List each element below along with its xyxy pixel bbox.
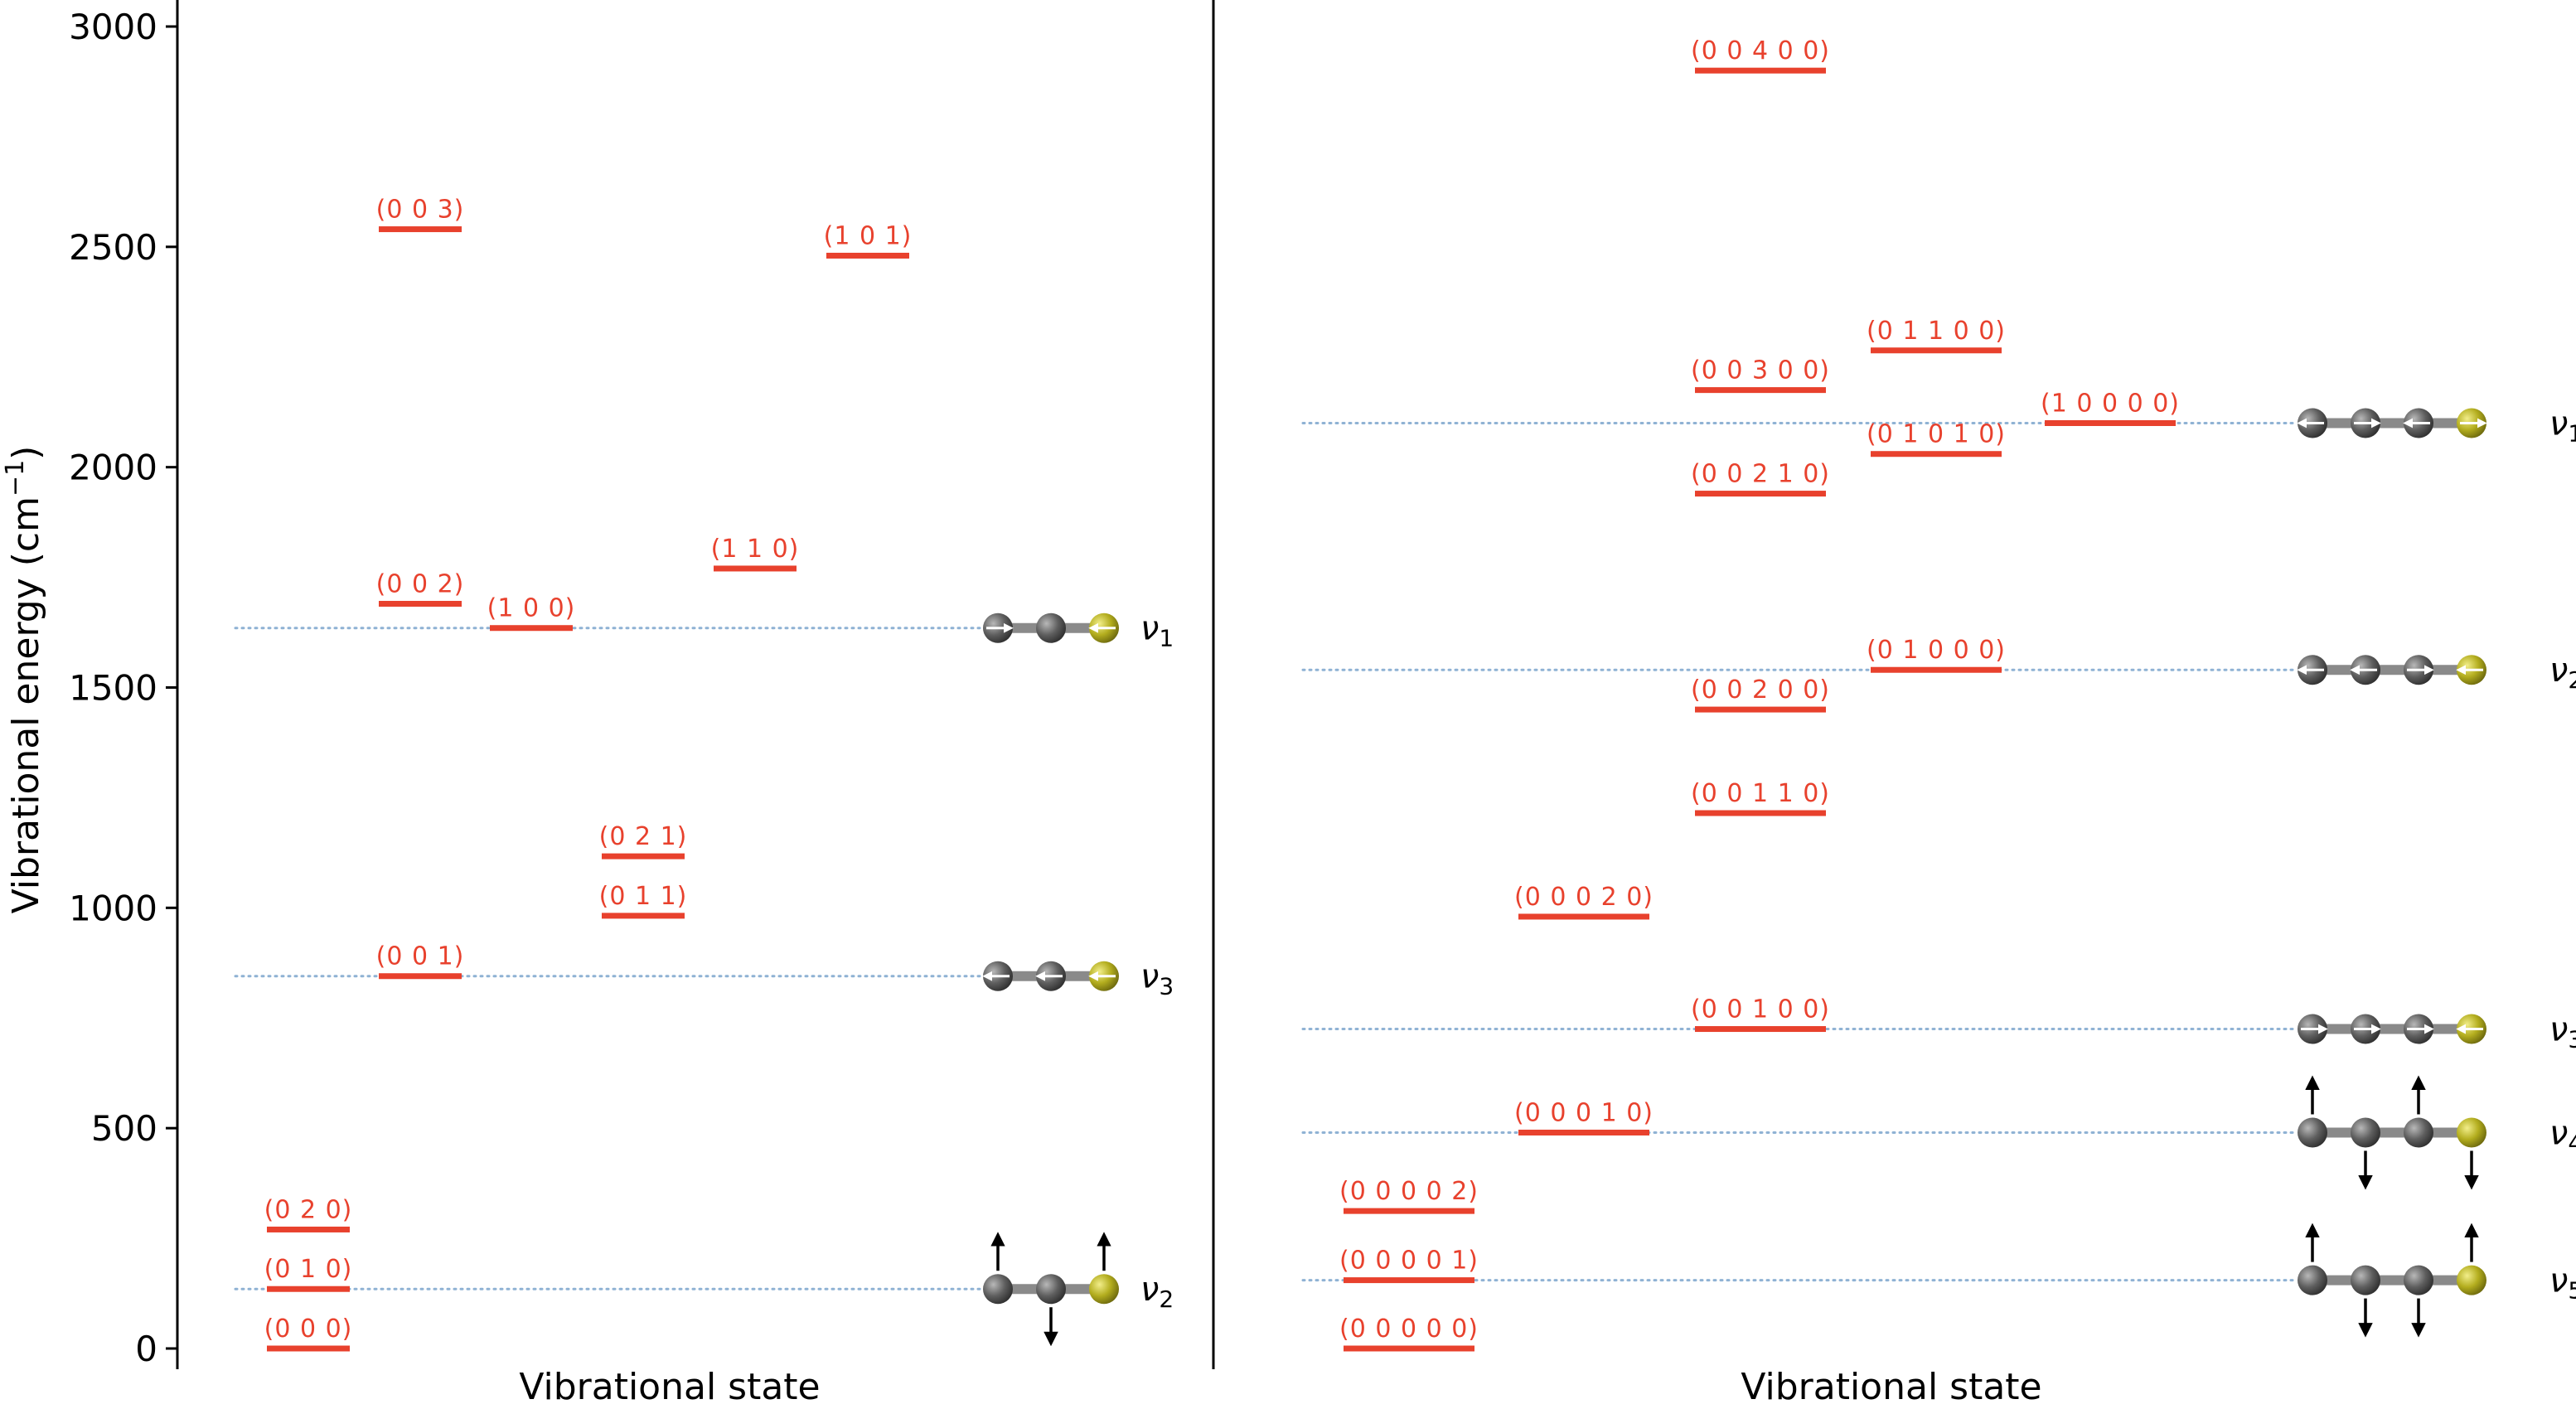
mode-label: ν4	[2549, 1114, 2576, 1156]
energy-level-bar	[1344, 1208, 1474, 1214]
sulfur-atom	[2457, 1265, 2486, 1295]
molecule-bend-a	[2298, 1075, 2486, 1190]
energy-level-label: (0 0 0 0 0)	[1339, 1315, 1479, 1344]
energy-level-label: (0 0 1 0 0)	[1691, 995, 1830, 1024]
mode-label: ν3	[1140, 958, 1174, 1000]
energy-level-label: (0 2 1)	[599, 822, 688, 851]
carbon-atom	[1036, 1274, 1066, 1305]
mode-label: ν5	[2549, 1262, 2576, 1305]
molecule-bend-b	[2298, 1223, 2486, 1338]
carbon-atom	[983, 1274, 1013, 1305]
energy-level-bar	[1344, 1277, 1474, 1284]
energy-level-label: (0 0 0 1 0)	[1514, 1098, 1654, 1127]
y-tick-label: 1000	[69, 888, 157, 928]
energy-level-label: (0 1 1)	[599, 882, 688, 911]
carbon-atom	[1036, 613, 1066, 643]
energy-level-label: (1 1 0)	[711, 535, 800, 564]
y-axis-label: Vibrational energy (cm−1)	[1, 446, 47, 914]
mode-label: ν2	[1140, 1271, 1174, 1313]
energy-level-bar	[1695, 387, 1826, 394]
energy-level-bar	[379, 226, 462, 233]
energy-levels: (0 0 0) (0 1 0) (0 2 0) (0 0 1) (0 0 2) (0 0 …	[264, 36, 2180, 1352]
energy-level-label: (0 0 4 0 0)	[1691, 36, 1830, 65]
energy-level-bar	[1695, 706, 1826, 713]
energy-level-bar	[1695, 67, 1826, 74]
axes: 0 500 1000 1500 2000 2500 3000 Vibrational ene…	[1, 0, 2042, 1408]
energy-level-bar	[1871, 347, 2002, 354]
energy-level-bar	[602, 853, 685, 859]
energy-level-bar	[826, 252, 909, 259]
energy-level-bar	[379, 600, 462, 607]
energy-level-bar	[1518, 913, 1649, 920]
energy-level-bar	[2045, 420, 2176, 426]
carbon-atom	[2404, 1265, 2433, 1295]
carbon-atom	[2351, 1117, 2380, 1148]
energy-level-label: (0 0 0 2 0)	[1514, 883, 1654, 912]
energy-level-bar	[1871, 451, 2002, 458]
mode-label: ν3	[2549, 1011, 2576, 1053]
molecule-alt-stretch	[2297, 408, 2487, 438]
y-tick-label: 3000	[69, 7, 157, 47]
energy-level-bar	[379, 973, 462, 980]
mode-reference-lines	[234, 422, 2298, 1290]
mode-label: ν1	[1140, 610, 1174, 652]
energy-level-bar	[1518, 1129, 1649, 1135]
y-tick-label: 0	[135, 1329, 157, 1369]
y-tick-label: 1500	[69, 668, 157, 709]
energy-level-label: (0 0 2 0 0)	[1691, 675, 1830, 704]
energy-level-label: (0 0 2 1 0)	[1691, 460, 1830, 489]
energy-level-bar	[267, 1226, 350, 1232]
molecule-stretch-left	[982, 961, 1119, 991]
carbon-atom	[2298, 1117, 2327, 1148]
energy-level-label: (1 0 1)	[824, 221, 913, 250]
energy-level-bar	[1695, 491, 1826, 497]
energy-level-bar	[490, 625, 573, 632]
energy-level-bar	[267, 1345, 350, 1352]
energy-level-label: (0 2 0)	[264, 1195, 353, 1224]
molecule-bend	[983, 1232, 1119, 1347]
energy-level-bar	[602, 913, 685, 919]
sulfur-atom	[2457, 1117, 2486, 1148]
energy-level-label: (1 0 0 0 0)	[2041, 390, 2180, 419]
mode-label: ν2	[2549, 651, 2576, 694]
energy-level-bar	[1695, 1026, 1826, 1033]
y-tick-label: 2000	[69, 448, 157, 488]
energy-level-bar	[1695, 810, 1826, 816]
energy-level-label: (0 0 3)	[376, 196, 465, 225]
energy-level-label: (0 1 1 0 0)	[1867, 317, 2006, 346]
sulfur-atom	[1089, 1274, 1119, 1305]
carbon-atom	[2351, 1265, 2380, 1295]
molecule-stretch-in	[983, 613, 1119, 643]
energy-level-label: (0 0 1)	[376, 942, 465, 971]
energy-level-label: (0 1 0)	[264, 1255, 353, 1284]
energy-level-label: (0 0 1 1 0)	[1691, 779, 1830, 808]
y-tick-label: 500	[91, 1108, 157, 1149]
carbon-atom	[2298, 1265, 2327, 1295]
energy-level-label: (0 0 0 0 1)	[1339, 1247, 1479, 1276]
left-x-axis-label: Vibrational state	[519, 1366, 820, 1405]
energy-level-bar	[267, 1286, 350, 1292]
energy-level-bar	[1871, 666, 2002, 673]
right-x-axis-label: Vibrational state	[1741, 1366, 2041, 1405]
y-tick-label: 2500	[69, 227, 157, 268]
energy-level-label: (1 0 0)	[487, 594, 576, 623]
y-ticks: 0 500 1000 1500 2000 2500 3000	[69, 7, 177, 1369]
molecule-stretch-out	[2298, 1014, 2486, 1044]
energy-level-label: (0 0 0)	[264, 1315, 353, 1344]
energy-level-label: (0 1 0 1 0)	[1867, 420, 2006, 449]
energy-level-bar	[714, 565, 797, 572]
energy-level-bar	[1344, 1345, 1474, 1352]
energy-level-label: (0 0 3 0 0)	[1691, 356, 1830, 385]
mode-molecules: ν1 ν3 ν2 ν1 ν2 ν3 ν4 ν5	[982, 405, 2576, 1347]
energy-level-label: (0 0 0 0 2)	[1339, 1177, 1479, 1206]
energy-level-label: (0 0 2)	[376, 569, 465, 598]
mode-label: ν1	[2549, 405, 2576, 448]
energy-level-label: (0 1 0 0 0)	[1867, 636, 2006, 665]
molecule-stretch-mixed	[2297, 655, 2486, 685]
carbon-atom	[2404, 1117, 2433, 1148]
